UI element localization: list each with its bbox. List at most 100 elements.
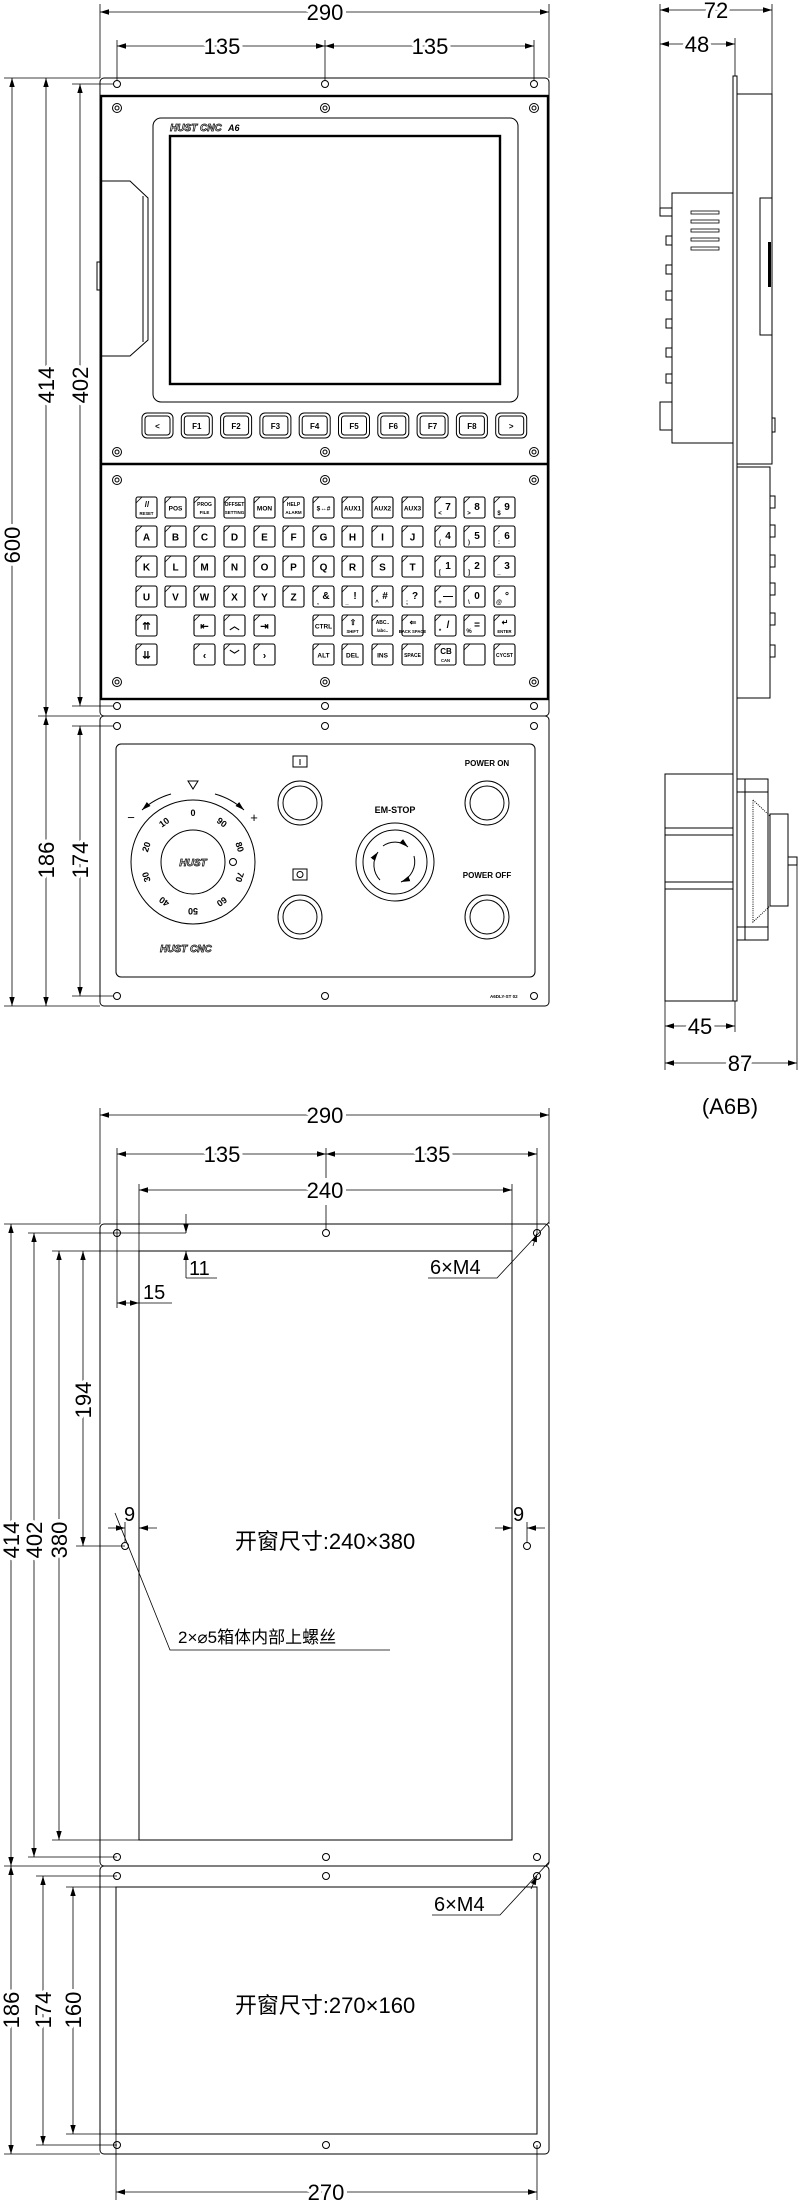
key-symbol[interactable]: ⇤ xyxy=(193,614,216,637)
rear-connectors xyxy=(659,207,673,431)
key-symbol[interactable]: —+ xyxy=(434,585,457,608)
key-v[interactable]: V xyxy=(164,585,187,608)
key-ctrl[interactable]: CTRL xyxy=(312,614,335,637)
key-shift[interactable]: ⇧SHIFT xyxy=(341,614,364,637)
key-f[interactable]: F xyxy=(282,525,305,548)
key-mon[interactable]: MON xyxy=(253,496,276,519)
power-on-button[interactable] xyxy=(464,780,510,826)
key-y[interactable]: Y xyxy=(253,585,276,608)
power-off-button[interactable] xyxy=(464,894,510,940)
key-m[interactable]: M xyxy=(193,555,216,578)
key-symbol[interactable]: ?; xyxy=(401,585,424,608)
key-d[interactable]: D xyxy=(223,525,246,548)
key-c[interactable]: C xyxy=(193,525,216,548)
key-4[interactable]: 4( xyxy=(434,525,457,548)
key-symbol[interactable]: =% xyxy=(463,614,486,637)
key-n[interactable]: N xyxy=(223,555,246,578)
softkey-f8[interactable]: F8 xyxy=(455,412,488,439)
key-e[interactable]: E xyxy=(253,525,276,548)
softkey-f7[interactable]: F7 xyxy=(416,412,449,439)
key-9[interactable]: 9$ xyxy=(493,496,516,519)
key-symbol[interactable]: › xyxy=(253,643,276,666)
key-q[interactable]: Q xyxy=(312,555,335,578)
key-symbol[interactable]: &, xyxy=(312,585,335,608)
key-alt[interactable]: ALT xyxy=(312,643,335,666)
feed-hold-button[interactable] xyxy=(277,894,323,940)
key-6[interactable]: 6: xyxy=(493,525,516,548)
em-stop-label: EM-STOP xyxy=(375,805,416,815)
key-r[interactable]: R xyxy=(341,555,364,578)
key-back-space[interactable]: ⇐BACK SPACE xyxy=(399,614,427,637)
key-i[interactable]: I xyxy=(371,525,394,548)
key-label: MON xyxy=(257,505,272,512)
key-l[interactable]: L xyxy=(164,555,187,578)
key-pos[interactable]: POS xyxy=(164,496,187,519)
key-del[interactable]: DEL xyxy=(341,643,364,666)
softkey-prev[interactable]: < xyxy=(141,412,174,439)
cycle-start-button[interactable] xyxy=(277,780,323,826)
key-k[interactable]: K xyxy=(135,555,158,578)
key-s[interactable]: S xyxy=(371,555,394,578)
key-o[interactable]: O xyxy=(253,555,276,578)
key-h[interactable]: H xyxy=(341,525,364,548)
key-3[interactable]: 3_ xyxy=(493,555,516,578)
key-1[interactable]: 1[ xyxy=(434,555,457,578)
softkey-f2[interactable]: F2 xyxy=(220,412,253,439)
key-8[interactable]: 8> xyxy=(463,496,486,519)
softkey-f5[interactable]: F5 xyxy=(338,412,370,439)
key-a[interactable]: A xyxy=(135,525,158,548)
key-p[interactable]: P xyxy=(282,555,305,578)
key-label: CTRL xyxy=(315,623,332,630)
softkey-next[interactable]: > xyxy=(495,412,528,439)
key-2[interactable]: 2] xyxy=(463,555,486,578)
key-j[interactable]: J xyxy=(401,525,424,548)
key-label: K xyxy=(143,563,151,574)
key-z[interactable]: Z xyxy=(282,585,305,608)
key-5[interactable]: 5) xyxy=(463,525,486,548)
key-symbol[interactable]: ⇊ xyxy=(135,643,158,666)
key-cycst[interactable]: CYCST xyxy=(493,643,516,666)
key-b[interactable]: B xyxy=(164,525,187,548)
softkey-f4[interactable]: F4 xyxy=(298,412,331,439)
key-symbol[interactable]: #^ xyxy=(371,585,394,608)
key-symbol[interactable]: °@ xyxy=(493,585,516,608)
dial-knob[interactable] xyxy=(160,829,226,895)
key-label: Y xyxy=(261,593,268,604)
softkey-f3[interactable]: F3 xyxy=(259,412,292,439)
key-ins[interactable]: INS xyxy=(371,643,394,666)
key-u[interactable]: U xyxy=(135,585,158,608)
key-symbol[interactable]: ︿ xyxy=(223,614,246,637)
key-w[interactable]: W xyxy=(193,585,216,608)
key-symbol[interactable]: /* xyxy=(434,614,457,637)
key-symbol[interactable]: !_ xyxy=(341,585,364,608)
key-symbol[interactable]: ⇥ xyxy=(253,614,276,637)
key-symbol[interactable]: ﹀ xyxy=(223,643,246,666)
cut-dim-hole-left: 135 xyxy=(204,1142,241,1167)
key-7[interactable]: 7< xyxy=(434,496,457,519)
key-aux1[interactable]: AUX1 xyxy=(341,496,364,519)
key-space[interactable]: SPACE xyxy=(401,643,424,666)
key-symbol[interactable]: //RESET xyxy=(135,496,158,519)
key-g[interactable]: G xyxy=(312,525,335,548)
key-enter[interactable]: ↵ENTER xyxy=(493,614,516,637)
key-abc[interactable]: ABC../abc.. xyxy=(371,614,394,637)
key-aux2[interactable]: AUX2 xyxy=(371,496,394,519)
softkey-label: F1 xyxy=(192,422,202,431)
key-t[interactable]: T xyxy=(401,555,424,578)
key-x[interactable]: X xyxy=(223,585,246,608)
key-symbol[interactable]: ‹ xyxy=(193,643,216,666)
key-symbol[interactable]: ⇈ xyxy=(135,614,158,637)
softkey-f6[interactable]: F6 xyxy=(377,412,410,439)
softkey-f1[interactable]: F1 xyxy=(180,412,213,439)
key-blank[interactable] xyxy=(463,643,486,666)
key-aux3[interactable]: AUX3 xyxy=(401,496,424,519)
key-sublabel: : xyxy=(498,540,500,546)
em-stop-button[interactable] xyxy=(355,822,435,902)
key-0[interactable]: 0\ xyxy=(463,585,486,608)
key-symbol[interactable]: $↔# xyxy=(312,496,335,519)
